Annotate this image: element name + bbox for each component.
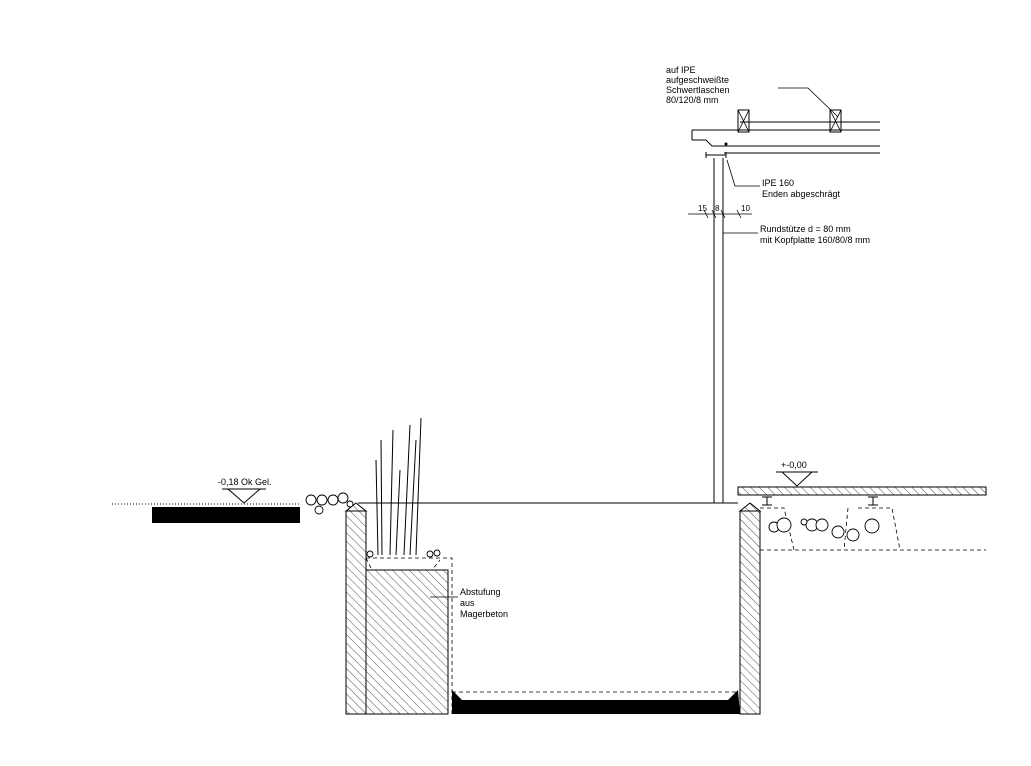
svg-text:80/120/8 mm: 80/120/8 mm [666, 95, 719, 105]
level-marker-left [222, 488, 266, 504]
svg-text:15: 15 [698, 204, 707, 213]
ground-line [112, 502, 738, 523]
level-label-right: +-0,00 [781, 460, 807, 470]
level-marker-right [776, 471, 818, 487]
svg-text:aufgeschweißte: aufgeschweißte [666, 75, 729, 85]
svg-text:aus: aus [460, 598, 475, 608]
ipe-note: IPE 160 Enden abgeschrägt [762, 178, 841, 199]
column-note: Rundstütze d = 80 mm mit Kopfplatte 160/… [760, 224, 870, 245]
svg-text:IPE 160: IPE 160 [762, 178, 794, 188]
pond-wall-right [738, 502, 762, 715]
step-note: Abstufung aus Magerbeton [460, 587, 508, 619]
roof-structure [691, 109, 880, 158]
column-dimension [688, 209, 752, 219]
svg-text:8: 8 [715, 204, 720, 213]
round-column [713, 158, 724, 503]
svg-text:auf IPE: auf IPE [666, 65, 696, 75]
pond-floor [452, 690, 740, 714]
terrace-deck [737, 486, 987, 551]
svg-text:Abstufung: Abstufung [460, 587, 501, 597]
pebbles [305, 492, 880, 558]
svg-text:Magerbeton: Magerbeton [460, 609, 508, 619]
svg-text:Schwertlaschen: Schwertlaschen [666, 85, 730, 95]
svg-text:mit Kopfplatte 160/80/8 mm: mit Kopfplatte 160/80/8 mm [760, 235, 870, 245]
svg-text:10: 10 [741, 204, 750, 213]
svg-text:Rundstütze d = 80 mm: Rundstütze d = 80 mm [760, 224, 851, 234]
lean-concrete-step [365, 557, 453, 715]
dimension-labels: 15 8 10 [698, 204, 750, 213]
svg-text:Enden abgeschrägt: Enden abgeschrägt [762, 189, 841, 199]
leader-lines [430, 87, 839, 598]
plate-note: auf IPE aufgeschweißte Schwertlaschen 80… [666, 65, 730, 105]
pond-wall-left [344, 502, 368, 715]
reed-plants [375, 417, 422, 556]
level-label-left: -0,18 Ok Gel. [218, 477, 272, 487]
